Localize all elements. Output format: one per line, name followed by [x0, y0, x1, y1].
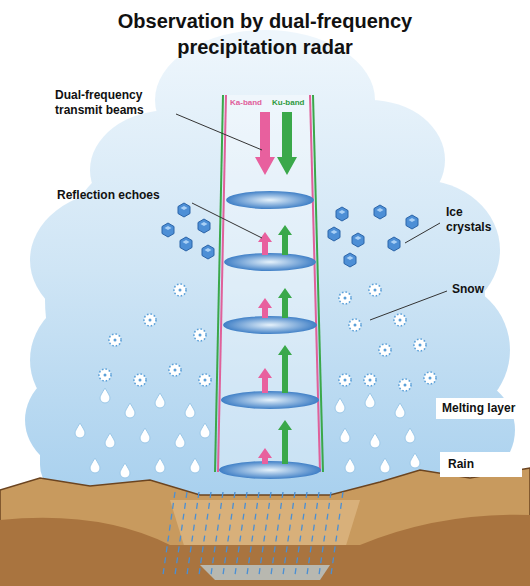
ice-crystal — [198, 219, 210, 233]
leader-line — [405, 223, 440, 243]
ice-crystal — [202, 245, 214, 259]
beam-arrows — [255, 112, 297, 464]
band-label: Ka-band — [230, 98, 262, 108]
snowflake — [399, 379, 411, 391]
snowflake — [339, 292, 351, 304]
cloud — [25, 30, 515, 495]
raindrop — [100, 388, 110, 403]
ice-crystal — [406, 215, 418, 229]
raindrop — [340, 428, 350, 443]
raindrop — [125, 403, 135, 418]
ice-crystal — [328, 227, 340, 241]
ku-echo-arrow — [278, 288, 292, 318]
ice-crystal — [162, 223, 174, 237]
callout-label: Snow — [452, 282, 512, 297]
snowflake — [134, 374, 146, 386]
snowflake — [364, 374, 376, 386]
snowflake — [379, 344, 391, 356]
ice-crystal — [180, 237, 192, 251]
ice-crystal — [344, 253, 356, 267]
raindrop — [185, 403, 195, 418]
snowflake — [349, 319, 361, 331]
leader-line — [370, 291, 447, 320]
snowflake — [174, 284, 186, 296]
leader-line — [176, 114, 262, 150]
beam-volume — [218, 95, 320, 472]
ku-echo-arrow — [278, 345, 292, 393]
beam-edge — [313, 95, 323, 472]
raindrop — [140, 428, 150, 443]
raindrop — [335, 398, 345, 413]
snowflake — [339, 374, 351, 386]
ka-echo-arrow — [258, 298, 272, 318]
range-disc — [219, 461, 321, 479]
ku-transmit-arrow — [277, 112, 297, 175]
raindrop — [200, 423, 210, 438]
snowflake — [194, 329, 206, 341]
ka-echo-arrow — [258, 232, 272, 255]
ice-crystal — [336, 207, 348, 221]
snowflake — [394, 314, 406, 326]
ice-crystal — [374, 205, 386, 219]
ice-crystal — [352, 233, 364, 247]
snowflake — [369, 284, 381, 296]
raindrop — [90, 458, 100, 473]
snowflake — [414, 339, 426, 351]
ka-echo-arrow — [258, 448, 272, 464]
layer-label: Rain — [440, 452, 522, 477]
raindrop — [395, 403, 405, 418]
raindrop — [120, 463, 130, 478]
range-disc — [226, 191, 314, 209]
ice-crystal — [388, 237, 400, 251]
snowflake — [169, 364, 181, 376]
snowflake — [144, 314, 156, 326]
raindrop — [155, 458, 165, 473]
snowflake — [199, 374, 211, 386]
range-disc — [224, 253, 316, 271]
range-disc — [223, 316, 317, 334]
ku-echo-arrow — [278, 420, 292, 464]
ka-echo-arrow — [258, 368, 272, 393]
callout-label: Reflection echoes — [57, 188, 160, 203]
ku-echo-arrow — [278, 225, 292, 255]
rain-streaks — [163, 492, 343, 575]
range-disc — [221, 391, 319, 409]
callout-label: Dual-frequency transmit beams — [55, 88, 170, 118]
raindrop — [175, 433, 185, 448]
radar-column — [215, 95, 323, 479]
raindrop — [105, 433, 115, 448]
snowflake — [424, 372, 436, 384]
band-label: Ku-band — [272, 98, 304, 108]
raindrop — [155, 393, 165, 408]
layer-label: Melting layer — [436, 398, 522, 419]
ice-crystal — [178, 203, 190, 217]
raindrop — [345, 458, 355, 473]
leader-lines — [176, 114, 447, 320]
terrain — [0, 468, 530, 586]
diagram-title: Observation by dual-frequency precipitat… — [70, 8, 460, 60]
snowflake — [99, 369, 111, 381]
raindrop — [380, 458, 390, 473]
raindrop — [75, 423, 85, 438]
raindrop — [410, 453, 420, 468]
raindrop — [365, 393, 375, 408]
raindrop — [190, 458, 200, 473]
leader-line — [192, 203, 262, 238]
callout-label: Ice crystals — [446, 205, 506, 235]
raindrop — [370, 433, 380, 448]
snowflake — [109, 334, 121, 346]
raindrop — [405, 428, 415, 443]
ka-transmit-arrow — [255, 112, 275, 175]
beam-edge — [218, 95, 226, 472]
